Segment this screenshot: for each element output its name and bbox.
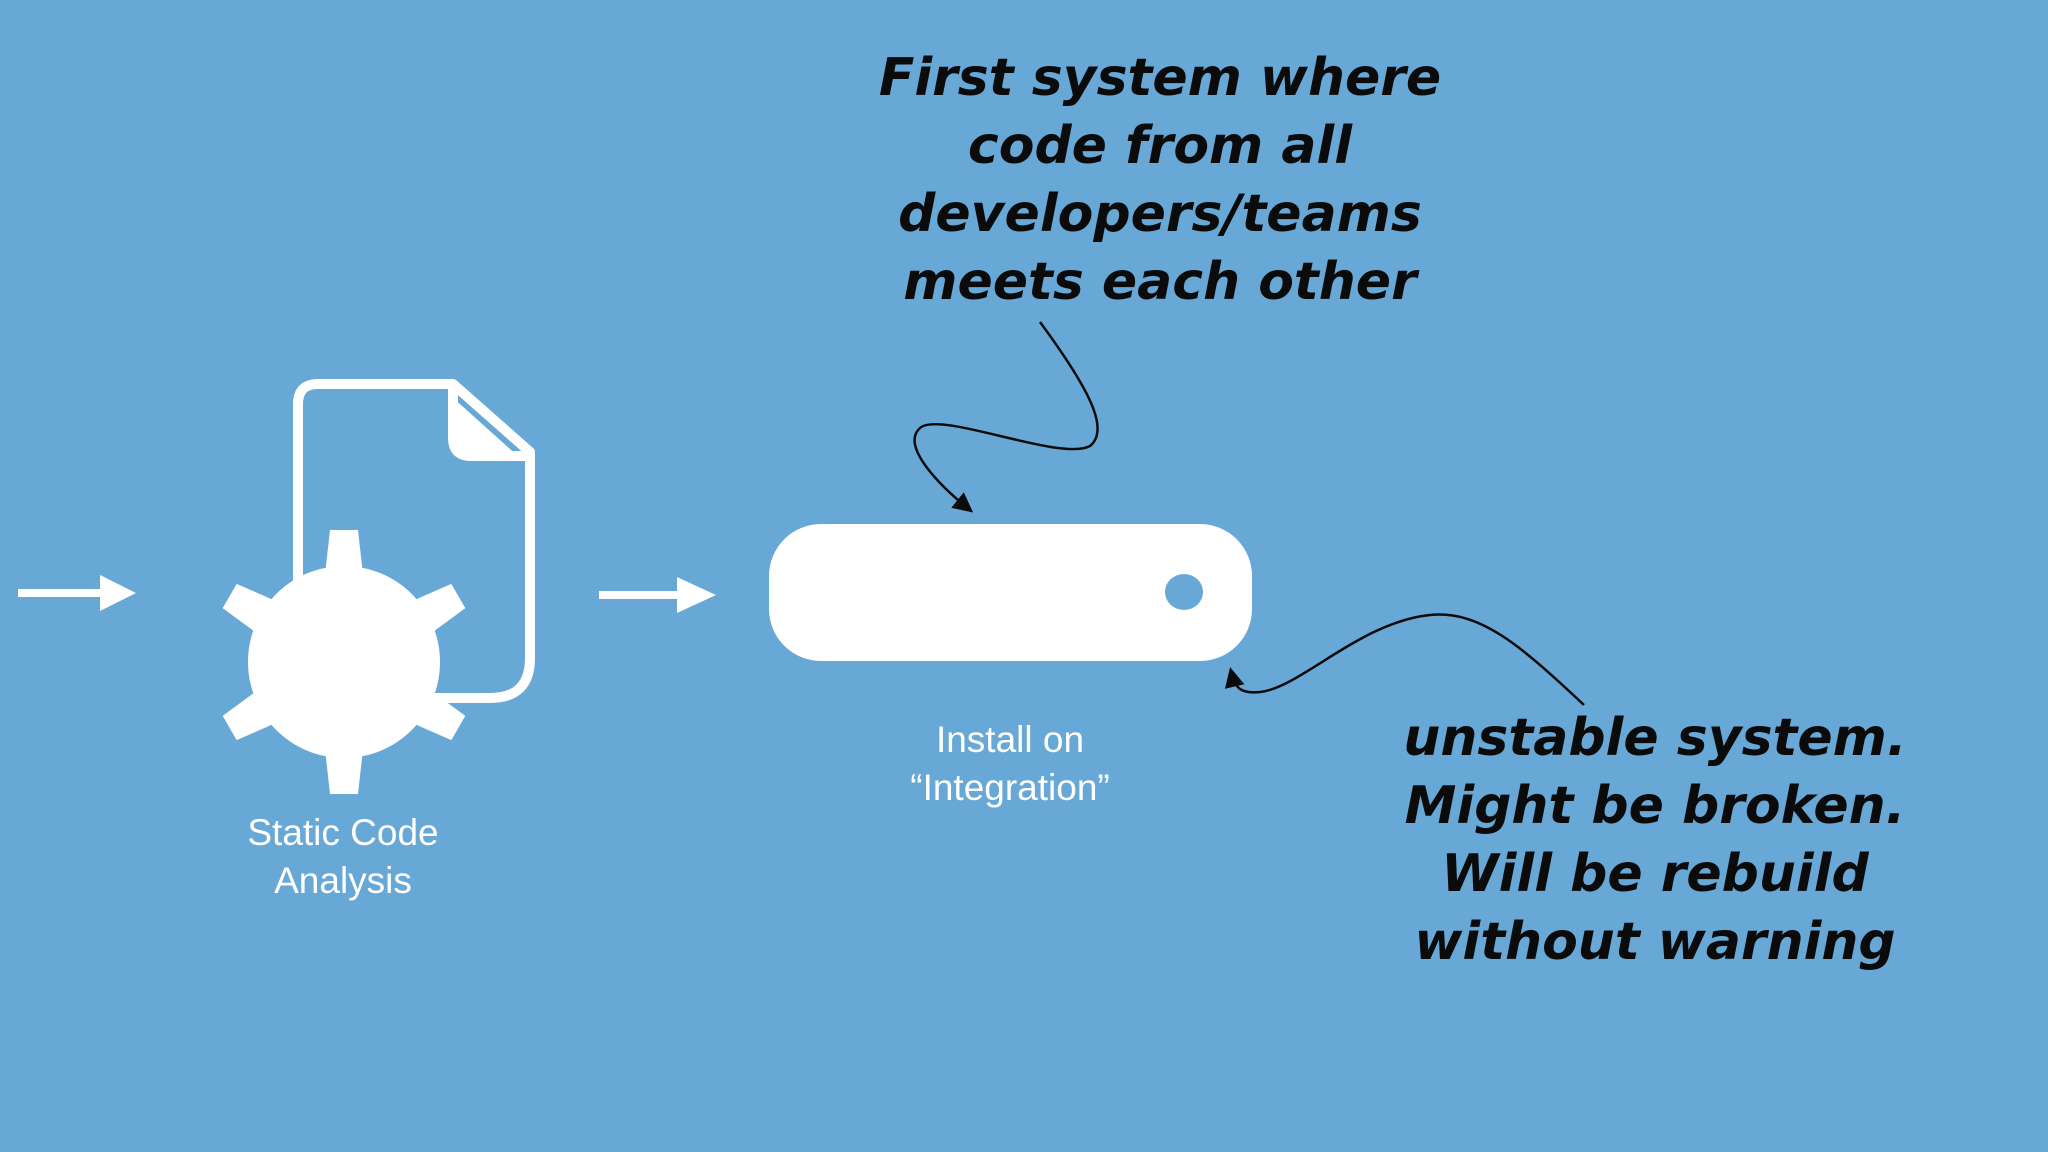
note-line: unstable system. — [1403, 708, 1907, 768]
annotation-arrow-unstable — [1224, 613, 1585, 706]
flow-arrow-between — [599, 577, 716, 613]
note-line: Might be broken. — [1404, 776, 1906, 836]
flow-arrow-in — [18, 575, 136, 611]
note-line: Will be rebuild — [1441, 844, 1869, 904]
server-icon — [769, 524, 1252, 661]
install-on-integration-label: Install on “Integration” — [860, 716, 1160, 812]
install-on-integration-label-line: “Integration” — [910, 767, 1110, 808]
annotation-arrow-first — [913, 321, 1099, 513]
note-line: without warning — [1414, 912, 1896, 972]
static-code-analysis-label-line: Static Code — [247, 812, 439, 853]
document-gear-icon — [222, 379, 535, 794]
first-system-note: First system where code from all develop… — [840, 44, 1480, 316]
install-on-integration-label-line: Install on — [935, 719, 1085, 760]
note-line: code from all — [967, 116, 1353, 176]
static-code-analysis-label-line: Analysis — [274, 860, 412, 901]
note-line: First system where — [878, 48, 1442, 108]
note-line: meets each other — [903, 252, 1417, 312]
static-code-analysis-label: Static Code Analysis — [193, 809, 493, 905]
unstable-system-note: unstable system. Might be broken. Will b… — [1360, 704, 1950, 976]
note-line: developers/teams — [898, 184, 1422, 244]
